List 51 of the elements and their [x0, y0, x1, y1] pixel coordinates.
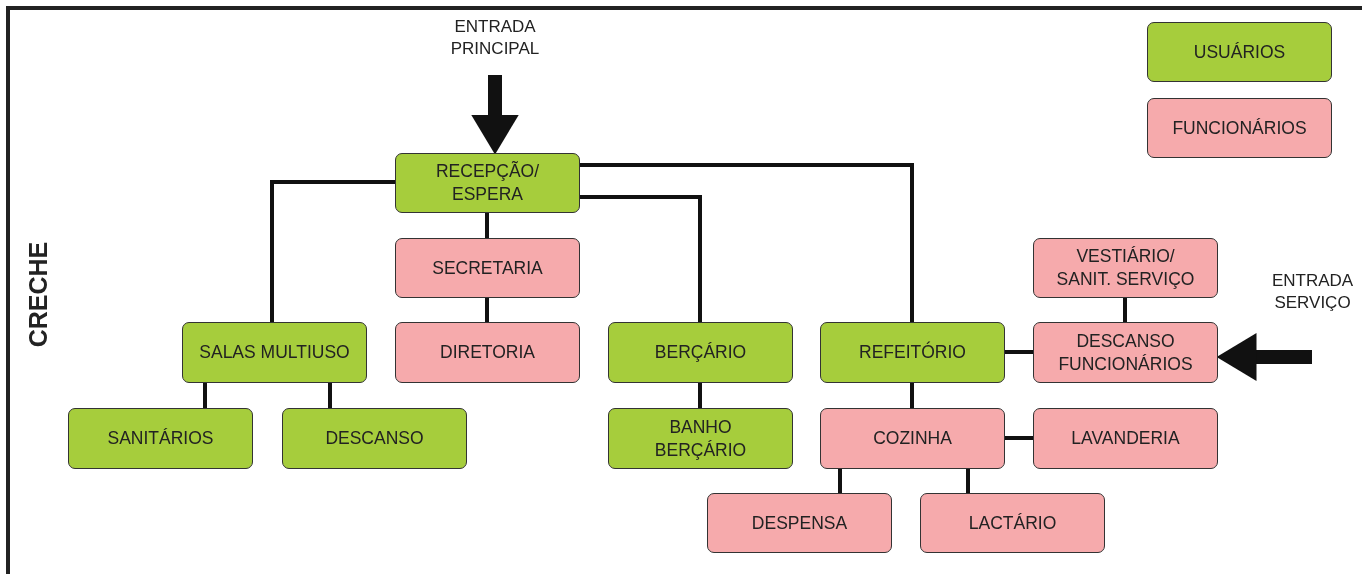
- room-label: COZINHA: [873, 427, 952, 450]
- connector-line: [203, 383, 207, 408]
- connector-line: [910, 383, 914, 408]
- room-box: [395, 238, 580, 298]
- room-label: REFEITÓRIO: [859, 341, 966, 364]
- room-label: DESCANSO: [325, 427, 424, 450]
- connector-line: [328, 383, 332, 408]
- connector-line: [485, 213, 489, 238]
- entrance-arrow: [471, 75, 519, 155]
- entrance-arrow: [1216, 333, 1312, 381]
- room-label: LAVANDERIA: [1071, 427, 1180, 450]
- room-label: RECEPÇÃO/ ESPERA: [434, 160, 541, 206]
- room-label: DESPENSA: [751, 511, 848, 535]
- entrance-label: ENTRADA PRINCIPAL: [449, 16, 541, 61]
- connector-line: [485, 298, 489, 322]
- room-box: [282, 408, 467, 469]
- room-box: [1033, 408, 1218, 469]
- room-label: LACTÁRIO: [968, 511, 1057, 535]
- room-label: SECRETARIA: [432, 256, 543, 280]
- connector-line: [1123, 298, 1127, 322]
- room-box: [820, 408, 1005, 469]
- room-label: VESTIÁRIO/ SANIT. SERVIÇO: [1055, 245, 1196, 291]
- room-box: [707, 493, 892, 553]
- room-label: BERÇÁRIO: [654, 341, 747, 364]
- room-label: SALAS MULTIUSO: [199, 341, 350, 364]
- connector-line: [1005, 350, 1033, 354]
- room-box: [608, 322, 793, 383]
- connector-line: [580, 163, 914, 322]
- room-box: [608, 408, 793, 469]
- legend-label: USUÁRIOS: [1193, 41, 1286, 63]
- room-label: BANHO BERÇÁRIO: [653, 415, 748, 462]
- connector-line: [270, 180, 395, 322]
- connector-line: [698, 383, 702, 408]
- room-label: DIRETORIA: [440, 341, 535, 364]
- room-label: SANITÁRIOS: [107, 427, 214, 450]
- room-label: DESCANSO FUNCIONÁRIOS: [1057, 329, 1194, 376]
- diagram-title: CRECHE: [23, 240, 53, 350]
- connector-line: [580, 195, 702, 322]
- room-box: [820, 322, 1005, 383]
- room-box: [1033, 238, 1218, 298]
- connector-line: [838, 469, 842, 493]
- room-box: [395, 153, 580, 213]
- connector-line: [966, 469, 970, 493]
- room-box: [395, 322, 580, 383]
- legend-label: FUNCIONÁRIOS: [1172, 117, 1307, 139]
- connector-line: [1005, 436, 1033, 440]
- room-box: [1033, 322, 1218, 383]
- entrance-label: ENTRADA SERVIÇO: [1270, 270, 1355, 315]
- room-box: [182, 322, 367, 383]
- room-box: [920, 493, 1105, 553]
- room-box: [68, 408, 253, 469]
